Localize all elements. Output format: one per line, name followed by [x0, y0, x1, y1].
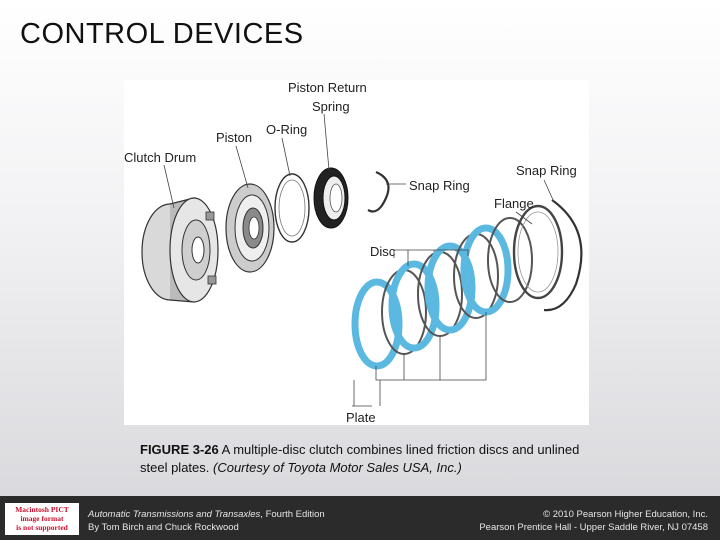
footer-publisher-info: © 2010 Pearson Higher Education, Inc. Pe…: [479, 508, 708, 534]
label-piston-return: Piston Return: [288, 80, 367, 95]
footer-bar: Macintosh PICT image format is not suppo…: [0, 496, 720, 540]
figure-caption: FIGURE 3-26 A multiple-disc clutch combi…: [140, 441, 590, 477]
book-edition: , Fourth Edition: [260, 509, 325, 520]
figure-number: FIGURE 3-26: [140, 442, 219, 457]
label-piston: Piston: [216, 130, 252, 145]
pict-line-2: image format: [20, 514, 64, 523]
copyright: © 2010 Pearson Higher Education, Inc.: [543, 509, 708, 520]
flange-part: [512, 204, 564, 300]
label-o-ring: O-Ring: [266, 122, 307, 137]
book-authors: By Tom Birch and Chuck Rockwood: [88, 522, 239, 533]
o-ring-part: [274, 173, 310, 243]
label-flange: Flange: [494, 196, 534, 211]
inner-snap-ring-part: [367, 170, 390, 213]
label-disc: Disc: [370, 244, 396, 259]
footer-book-info: Automatic Transmissions and Transaxles, …: [88, 508, 325, 534]
label-snap-ring-outer: Snap Ring: [516, 163, 577, 178]
clutch-diagram: Piston Return Spring O-Ring Piston Clutc…: [124, 80, 589, 425]
piston-return-spring-part: [313, 167, 349, 229]
outer-snap-ring-part: [543, 199, 583, 312]
pict-line-3: is not supported: [16, 523, 68, 532]
caption-text: A multiple-disc clutch combines lined fr…: [140, 442, 580, 475]
label-plate: Plate: [346, 410, 376, 425]
label-spring: Spring: [312, 99, 350, 114]
label-snap-ring-inner: Snap Ring: [409, 178, 470, 193]
piston-part: [225, 183, 275, 273]
caption-credit: (Courtesy of Toyota Motor Sales USA, Inc…: [213, 460, 462, 475]
unsupported-image-placeholder: Macintosh PICT image format is not suppo…: [5, 503, 79, 535]
slide-title: CONTROL DEVICES: [20, 18, 304, 50]
book-title: Automatic Transmissions and Transaxles: [88, 509, 261, 520]
pict-line-1: Macintosh PICT: [15, 505, 69, 514]
label-clutch-drum: Clutch Drum: [124, 150, 196, 165]
clutch-diagram-svg: Piston Return Spring O-Ring Piston Clutc…: [124, 80, 583, 425]
publisher: Pearson Prentice Hall - Upper Saddle Riv…: [479, 522, 708, 533]
clutch-drum-part: [141, 197, 219, 303]
disc-plate-stack: [351, 217, 533, 370]
leader-lines: [163, 113, 555, 407]
